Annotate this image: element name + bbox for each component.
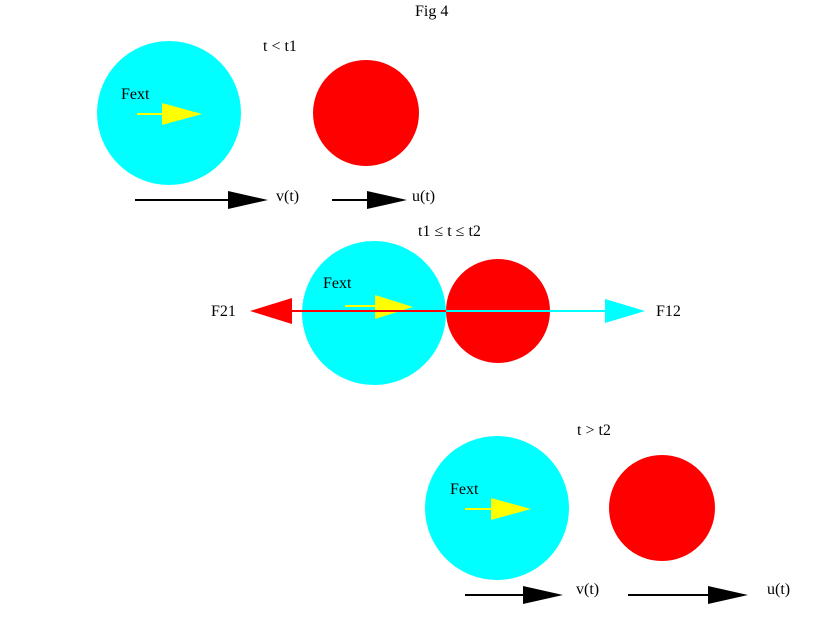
panel-before-collision — [97, 41, 419, 209]
fext-arrowhead-before — [162, 103, 202, 125]
fext-arrowhead-after — [491, 498, 531, 520]
figure-title: Fig 4 — [415, 3, 449, 20]
v-label-after: v(t) — [576, 581, 600, 598]
f21-arrowhead — [250, 298, 292, 324]
f21-label: F21 — [211, 303, 236, 320]
panel-during-collision — [250, 241, 645, 385]
fext-label-before: Fext — [121, 86, 150, 103]
ball1-circle-during — [302, 241, 446, 385]
v-arrowhead-after — [523, 586, 563, 604]
ball2-circle-before — [313, 60, 419, 166]
ball2-circle-after — [609, 455, 715, 561]
f12-label: F12 — [656, 303, 681, 320]
u-label-before: u(t) — [412, 188, 436, 205]
u-label-after: u(t) — [767, 581, 791, 598]
f12-arrowhead — [605, 299, 645, 323]
fext-label-after: Fext — [450, 481, 479, 498]
v-label-before: v(t) — [276, 188, 300, 205]
time-label-before: t < t1 — [263, 38, 297, 55]
fext-arrowhead-during — [375, 295, 413, 319]
u-arrowhead-before — [367, 191, 407, 209]
u-arrowhead-after — [708, 586, 748, 604]
time-label-after: t > t2 — [577, 422, 611, 439]
fext-label-during: Fext — [323, 275, 352, 292]
time-label-during: t1 ≤ t ≤ t2 — [418, 223, 481, 240]
v-arrowhead-before — [228, 191, 268, 209]
panel-after-collision — [425, 436, 748, 604]
